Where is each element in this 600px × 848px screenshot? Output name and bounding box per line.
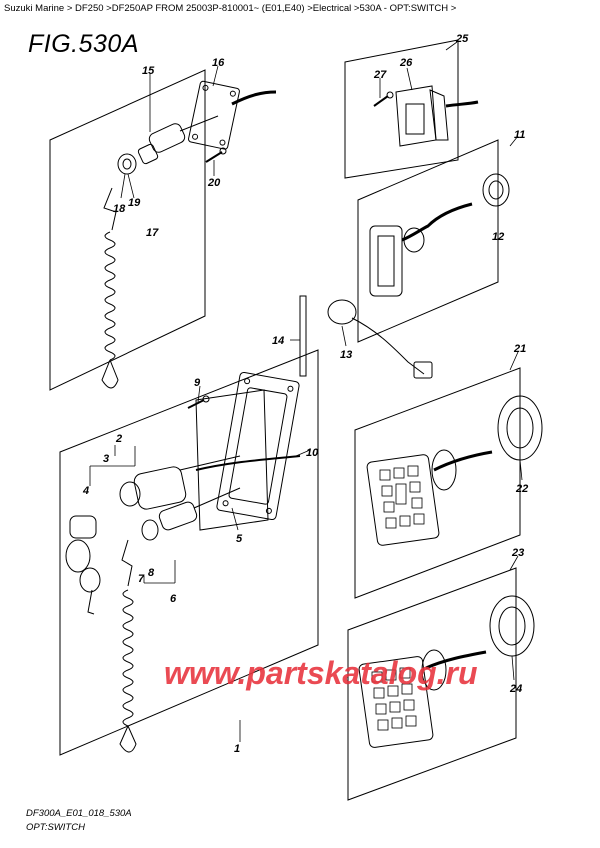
frame-kill-switch-main: [59, 349, 319, 756]
callout-11: 11: [514, 129, 525, 141]
frame-switch-26: [344, 39, 459, 179]
callout-23: 23: [511, 547, 524, 559]
switch-11: [369, 202, 473, 297]
frame-kill-switch-top: [49, 69, 206, 391]
callout-12: 12: [492, 231, 504, 243]
watermark: www.partskatalog.ru: [164, 655, 478, 691]
screw-20: [205, 147, 227, 163]
callout-3: 3: [103, 453, 109, 465]
callout-4: 4: [82, 485, 89, 497]
footer-code: DF300A_E01_018_530A: [26, 808, 132, 819]
plate-16: [188, 80, 240, 150]
frame-switch-23: [347, 567, 517, 801]
ring-12: [482, 173, 510, 207]
screw-27: [373, 91, 394, 107]
callout-8: 8: [148, 567, 155, 579]
keys-4: [65, 515, 101, 615]
callout-18: 18: [113, 203, 126, 215]
lanyard-6: [119, 539, 137, 753]
callout-1: 1: [234, 743, 240, 755]
switch-21: [366, 449, 493, 546]
callout-22: 22: [515, 483, 528, 495]
stop-switch-5: [141, 487, 241, 541]
callout-25: 25: [455, 33, 469, 45]
callout-16: 16: [212, 57, 225, 69]
lanyard-17: [101, 187, 119, 389]
callout-26: 26: [399, 57, 413, 69]
callout-17: 17: [146, 227, 159, 239]
callout-2: 2: [115, 433, 122, 445]
callout-14: 14: [272, 335, 284, 347]
tie-14: [299, 295, 307, 377]
callout-15: 15: [142, 65, 155, 77]
callout-19: 19: [128, 197, 141, 209]
switch-23: [358, 649, 487, 748]
figure-title: FIG.530A: [28, 30, 139, 58]
bracket-5: [195, 389, 269, 531]
callout-27: 27: [373, 69, 387, 81]
frame-switch-21: [354, 367, 521, 599]
cable-16: [231, 90, 277, 106]
breadcrumb[interactable]: Suzuki Marine > DF250 >DF250AP FROM 2500…: [4, 3, 457, 14]
callout-7: 7: [138, 573, 145, 585]
callout-10: 10: [306, 447, 319, 459]
cable-bundle: [195, 455, 301, 471]
callout-6: 6: [170, 593, 177, 605]
switch-15: [137, 115, 219, 165]
nut-19: [117, 153, 137, 175]
frame-switch-11: [357, 139, 499, 343]
callout-5: 5: [236, 533, 243, 545]
callout-24: 24: [509, 683, 522, 695]
callout-13: 13: [340, 349, 352, 361]
footer-subtitle: OPT:SWITCH: [26, 822, 85, 833]
ring-24: [489, 595, 535, 657]
callout-9: 9: [194, 377, 201, 389]
callout-21: 21: [513, 343, 526, 355]
plate-10: [216, 371, 300, 521]
screw-9: [187, 395, 210, 409]
switch-13: [327, 299, 433, 379]
key-switch-3: [119, 455, 241, 510]
switch-26: [395, 85, 479, 147]
callout-20: 20: [207, 177, 221, 189]
